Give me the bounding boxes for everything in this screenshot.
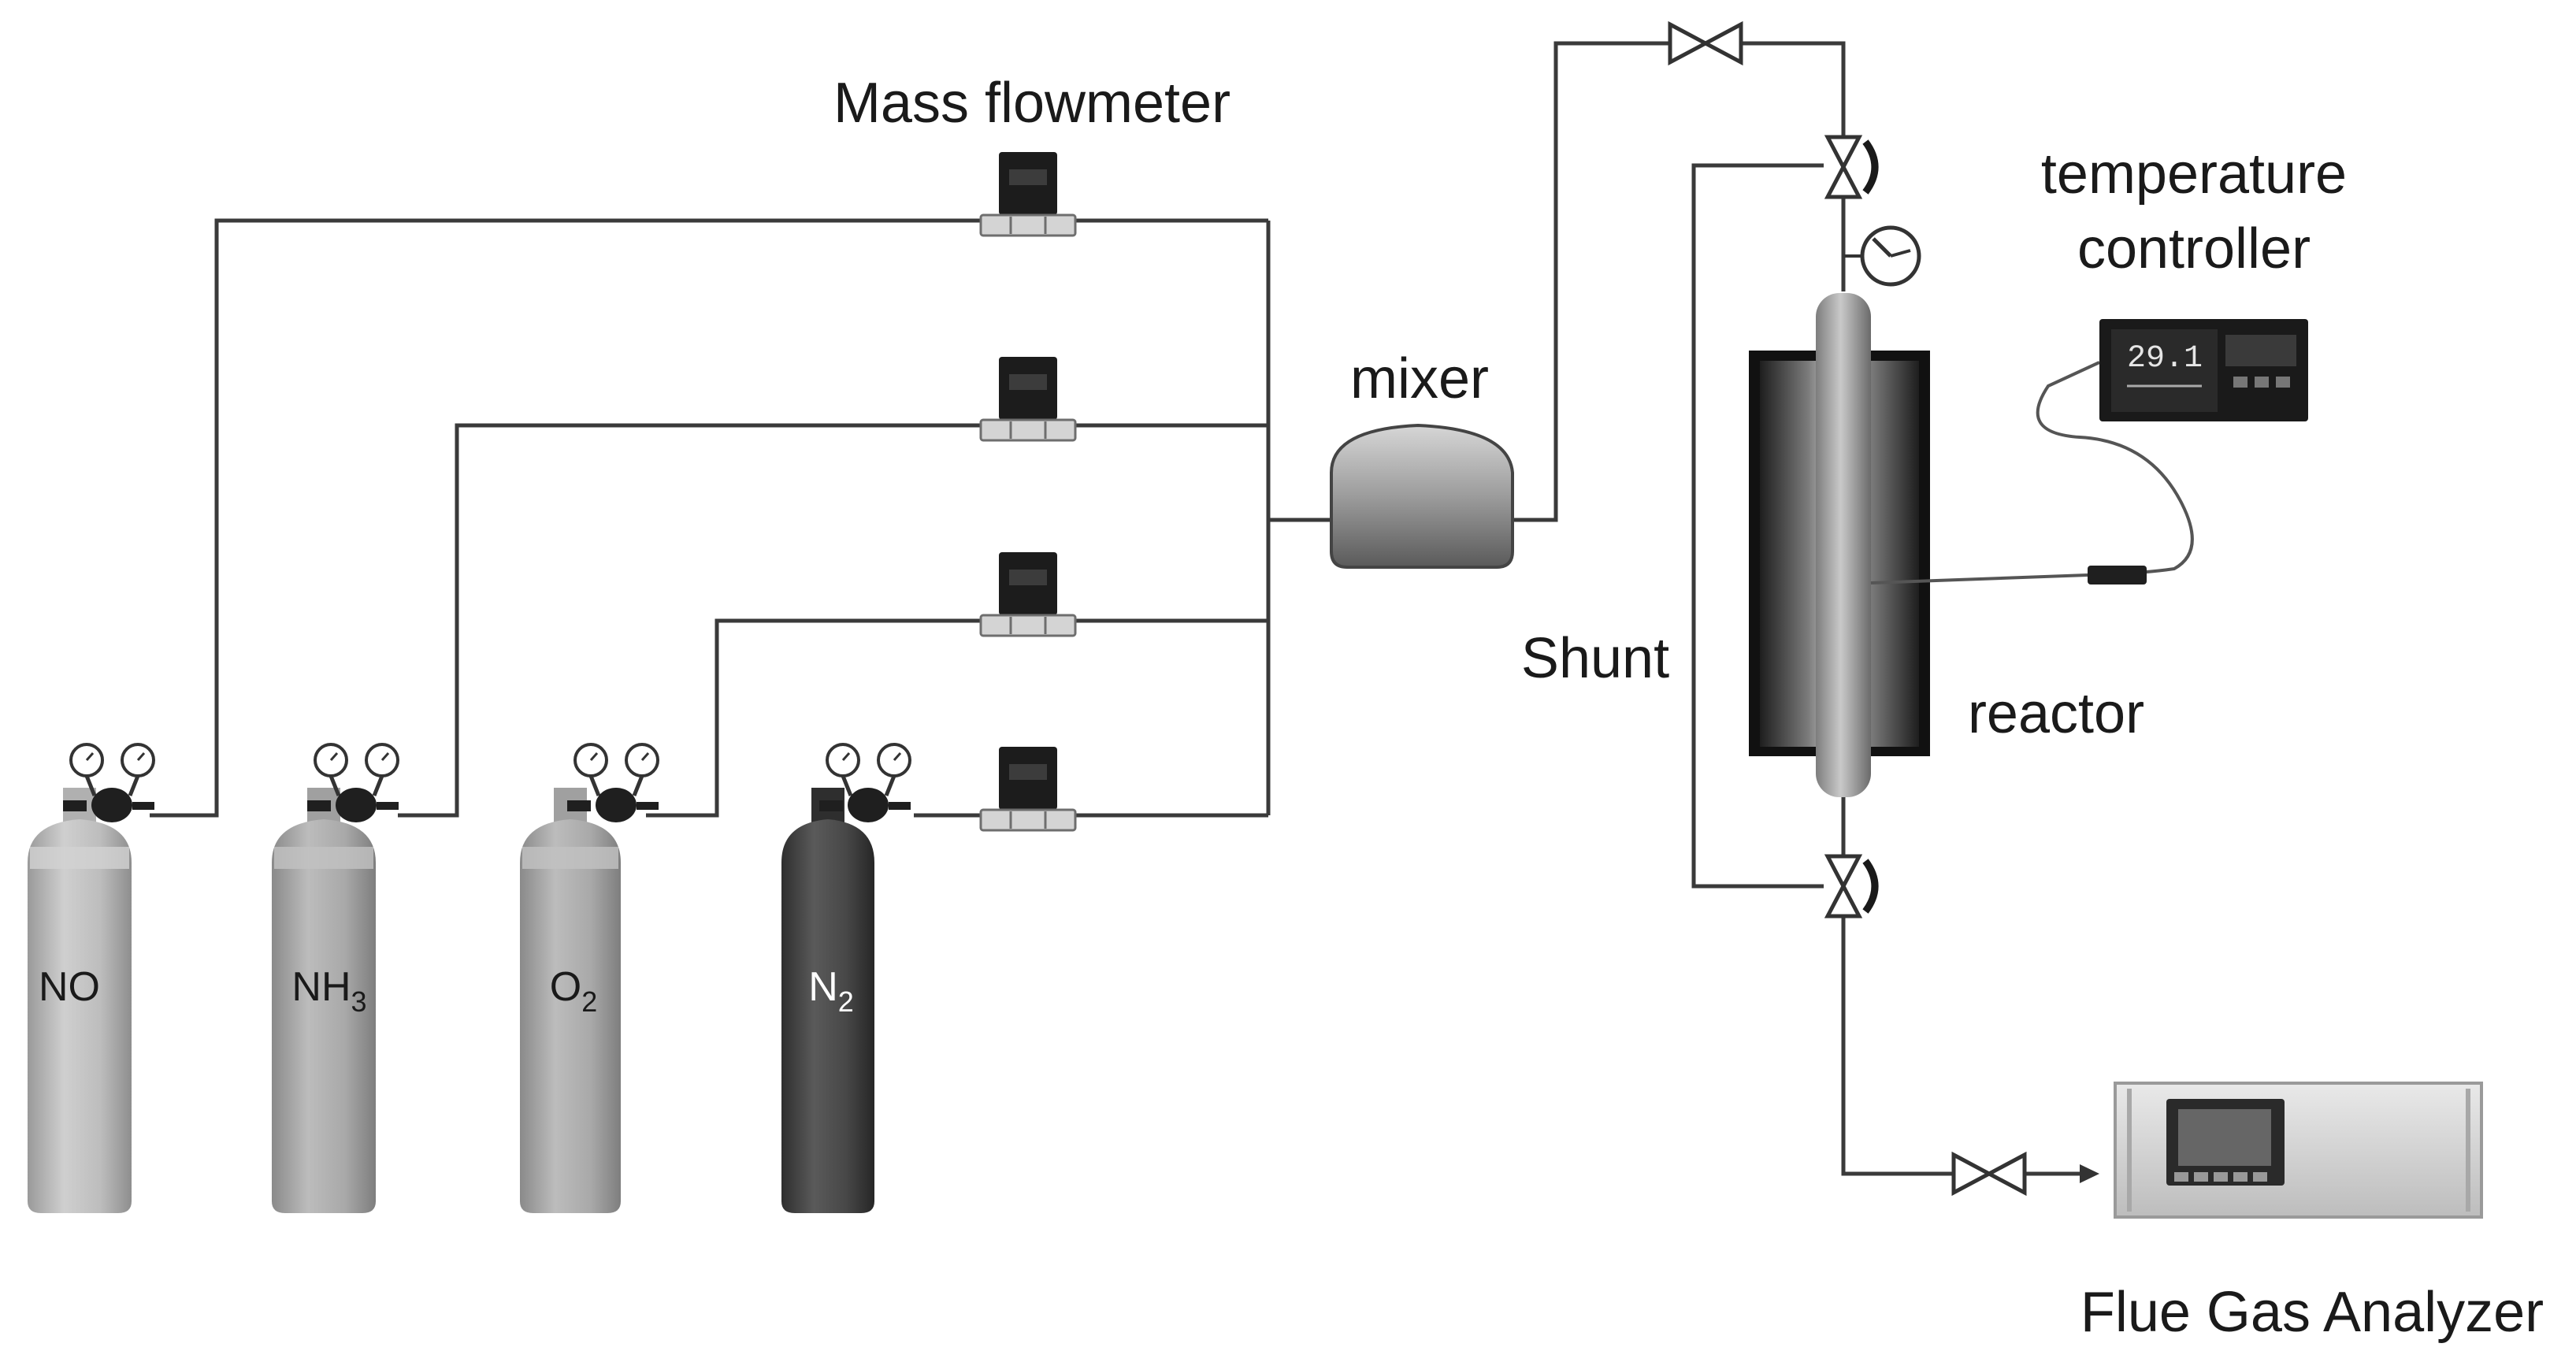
mass-flowmeter-icon [979, 551, 1077, 637]
reactor-pipes [1513, 41, 2099, 1183]
label-controller-line2: controller [2077, 217, 2311, 280]
label-temperature-line1: temperature [2041, 143, 2347, 206]
gas-cylinder-nh3 [272, 788, 376, 1213]
mass-flowmeter-icon [979, 150, 1077, 237]
pipe-o2 [646, 618, 1024, 818]
controller-display-value: 29.1 [2127, 341, 2203, 377]
mass-flowmeter-icon [979, 355, 1077, 442]
pipe-no [150, 218, 1024, 818]
label-mass-flowmeter: Mass flowmeter [833, 72, 1230, 135]
temperature-controller-device: 29.1 [2099, 319, 2308, 421]
pressure-regulator-icon [63, 744, 154, 822]
label-shunt: Shunt [1521, 627, 1669, 690]
valve-icon [1670, 24, 1741, 62]
gas-supply-pipes [150, 218, 1331, 818]
pipe-to-analyzer [1841, 918, 1954, 1176]
thermocouple-wire [1870, 361, 2194, 585]
mass-flowmeter-icon [979, 745, 1077, 832]
pressure-regulator-icon [567, 744, 659, 822]
gas-cylinder-o2 [520, 788, 621, 1213]
pipe-nh3 [398, 423, 1024, 818]
gas-cylinder-n2 [781, 788, 874, 1213]
thermocouple-plug [2088, 566, 2147, 585]
valve-icon [1828, 137, 1875, 197]
valve-icon [1828, 856, 1875, 916]
shunt-bypass [1691, 163, 1824, 889]
cylinder-label-n2: N2 [808, 964, 854, 1018]
pressure-regulator-icon [307, 744, 399, 822]
cylinder-label-o2: O2 [550, 964, 597, 1018]
label-flue-gas-analyzer: Flue Gas Analyzer [2080, 1281, 2544, 1344]
pipe-mixer-out [1513, 41, 1670, 522]
label-mixer: mixer [1350, 347, 1489, 410]
flue-gas-analyzer-device [2114, 1082, 2483, 1219]
flow-arrow-icon [2080, 1164, 2099, 1183]
label-reactor: reactor [1968, 682, 2144, 745]
reactor-tube [1816, 293, 1871, 797]
mixer-vessel [1330, 423, 1514, 569]
pressure-gauge-icon [1843, 225, 1921, 287]
valve-icon [1954, 1155, 2025, 1193]
cylinder-label-no: NO [39, 964, 100, 1010]
cylinder-label-nh3: NH3 [291, 964, 366, 1018]
pressure-regulator-icon [819, 744, 911, 822]
